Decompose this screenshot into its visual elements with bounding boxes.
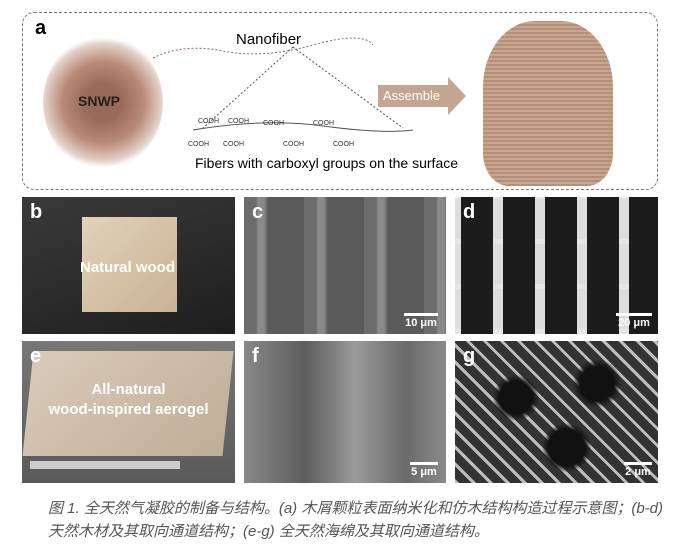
wood-inspired-structure <box>483 21 613 186</box>
scale-label: 2 μm <box>625 466 651 478</box>
aerogel-label-line1: All-natural <box>91 381 166 398</box>
assemble-arrow <box>378 85 448 107</box>
panel-d-sem: d 20 μm <box>455 197 658 334</box>
cooh-label: COOH <box>333 141 354 148</box>
scale-bar: 5 μm <box>410 462 438 478</box>
scale-label: 10 μm <box>405 317 437 329</box>
panel-g-sem: g 2 μm <box>455 341 658 483</box>
natural-wood-label: Natural wood <box>80 259 176 276</box>
scale-label: 5 μm <box>411 466 437 478</box>
panel-label: e <box>30 345 42 367</box>
panel-label: b <box>30 201 43 223</box>
panel-a-schematic: a SNWP Nanofiber COOH COOH COOH COOH COO… <box>22 12 658 190</box>
panel-f-sem: f 5 μm <box>244 341 446 483</box>
assemble-label: Assemble <box>383 88 441 103</box>
snwp-label: SNWP <box>78 93 120 109</box>
fibers-caption: Fibers with carboxyl groups on the surfa… <box>195 155 459 171</box>
panel-label: g <box>463 345 476 367</box>
nanofiber-label: Nanofiber <box>236 31 302 48</box>
cooh-label: COOH <box>228 118 249 125</box>
cooh-label: COOH <box>223 141 244 148</box>
panel-c-sem: c 10 μm <box>244 197 446 334</box>
aerogel-label-line2: wood-inspired aerogel <box>48 401 209 418</box>
panel-label: d <box>463 201 476 223</box>
scale-bar: 2 μm <box>624 462 652 478</box>
wood-cube <box>82 217 177 312</box>
scale-label: 20 μm <box>618 317 650 329</box>
scale-bar: 10 μm <box>404 313 438 329</box>
panel-b-photo: b Natural wood <box>22 197 235 334</box>
panel-label: c <box>252 201 264 223</box>
cooh-label: COOH <box>198 118 219 125</box>
panel-e-photo: e All-natural wood-inspired aerogel <box>22 341 235 483</box>
nanofiber-diagram <box>152 37 414 132</box>
scale-bar: 20 μm <box>616 313 652 329</box>
cooh-label: COOH <box>263 120 284 127</box>
panel-label: a <box>35 17 47 39</box>
cooh-label: COOH <box>313 120 334 127</box>
cooh-label: COOH <box>188 141 209 148</box>
figure-caption: 图 1. 全天然气凝胶的制备与结构。(a) 木屑颗粒表面纳米化和仿木结构构造过程… <box>48 500 664 540</box>
arrow-head-icon <box>448 77 466 115</box>
cell-channels <box>455 197 658 334</box>
snwp-particle <box>43 35 163 170</box>
cooh-label: COOH <box>283 141 304 148</box>
ruler <box>30 461 180 469</box>
panel-label: f <box>252 345 259 367</box>
